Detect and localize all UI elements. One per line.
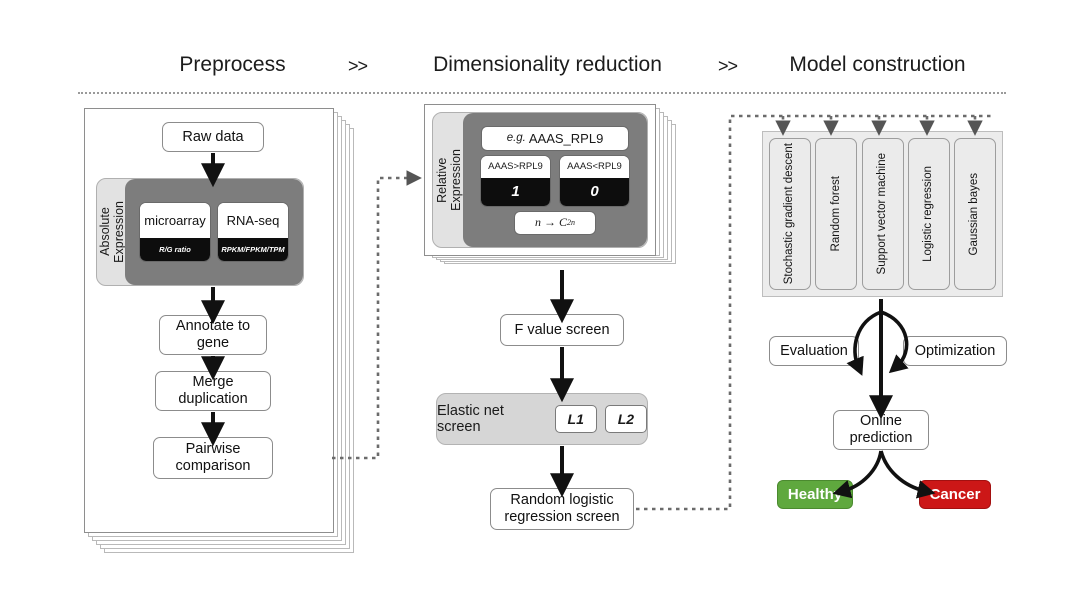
- platform-rnaseq-metric: RPKM/FPKM/TPM: [218, 238, 288, 261]
- example-pair-label: e.g.AAAS_RPL9: [481, 125, 629, 151]
- platform-rnaseq[interactable]: RNA-seq RPKM/FPKM/TPM: [217, 202, 289, 262]
- model-random-forest[interactable]: Random forest: [815, 138, 858, 290]
- header-divider: [78, 92, 1006, 94]
- comparison-less-condition: AAAS<RPL9: [560, 155, 629, 178]
- node-evaluation[interactable]: Evaluation: [769, 336, 859, 366]
- chevron-separator-1: >>: [348, 56, 368, 76]
- comparison-container: e.g.AAAS_RPL9 AAAS>RPL9 1 AAAS<RPL9 0 n …: [463, 113, 647, 247]
- node-raw-data[interactable]: Raw data: [162, 122, 264, 152]
- node-online-prediction[interactable]: Online prediction: [833, 410, 929, 450]
- stage-title-dimensionality-reduction: Dimensionality reduction: [433, 53, 662, 76]
- node-optimization[interactable]: Optimization: [903, 336, 1007, 366]
- outcome-cancer[interactable]: Cancer: [919, 480, 991, 509]
- node-annotate-to-gene[interactable]: Annotate to gene: [159, 315, 267, 355]
- comparison-greater-value: 1: [481, 177, 550, 206]
- node-random-logistic-regression-screen[interactable]: Random logistic regression screen: [490, 488, 634, 530]
- model-gaussian-bayes[interactable]: Gaussian bayes: [954, 138, 996, 290]
- platform-container: microarray R/G ratio RNA-seq RPKM/FPKM/T…: [125, 179, 303, 285]
- comparison-less-value: 0: [560, 177, 629, 206]
- flow-arrows-model-construction: [832, 299, 936, 499]
- node-f-value-screen[interactable]: F value screen: [500, 314, 624, 346]
- elastic-net-label: Elastic net screen: [437, 403, 504, 435]
- chevron-separator-2: >>: [718, 56, 738, 76]
- node-elastic-net-screen[interactable]: Elastic net screen L1 L2: [436, 393, 648, 445]
- comparison-less[interactable]: AAAS<RPL9 0: [559, 154, 630, 207]
- platform-microarray-name: microarray: [140, 203, 210, 238]
- platform-rnaseq-name: RNA-seq: [218, 203, 288, 238]
- model-logistic-regression[interactable]: Logistic regression: [907, 138, 950, 290]
- model-support-vector-machine[interactable]: Support vector machine: [861, 138, 904, 290]
- comparison-pair-row: AAAS>RPL9 1 AAAS<RPL9 0: [480, 154, 630, 207]
- node-pairwise-comparison[interactable]: Pairwise comparison: [153, 437, 273, 479]
- outcome-healthy[interactable]: Healthy: [777, 480, 853, 509]
- node-merge-duplication[interactable]: Merge duplication: [155, 371, 271, 411]
- model-stochastic-gradient-descent[interactable]: Stochastic gradient descent: [769, 138, 811, 290]
- stage-title-preprocess: Preprocess: [179, 53, 286, 76]
- platform-microarray[interactable]: microarray R/G ratio: [139, 202, 211, 262]
- model-panel: Stochastic gradient descent Random fores…: [762, 131, 1003, 297]
- platform-microarray-metric: R/G ratio: [140, 238, 210, 261]
- stage-title-model-construction: Model construction: [789, 53, 966, 76]
- comparison-greater-condition: AAAS>RPL9: [481, 155, 550, 178]
- penalty-l1[interactable]: L1: [554, 405, 597, 433]
- comparison-greater[interactable]: AAAS>RPL9 1: [480, 154, 551, 207]
- penalty-l2[interactable]: L2: [604, 405, 648, 433]
